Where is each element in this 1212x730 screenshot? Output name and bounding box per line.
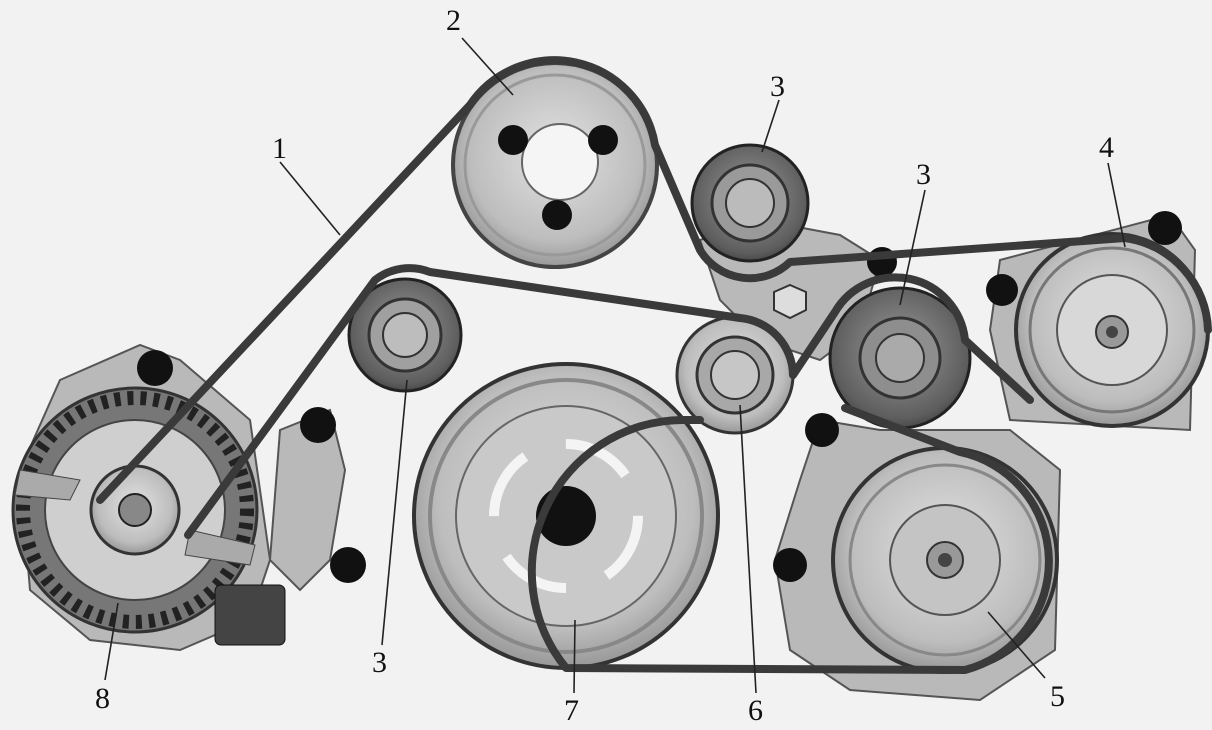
crankshaft-pulley [412, 362, 720, 670]
callout-tensioner-pulley: 6 [748, 694, 763, 727]
callout-idler-pulley-right: 3 [916, 158, 931, 191]
leader-lines [104, 37, 1126, 694]
idler-pulley-upper [690, 143, 810, 263]
callout-alternator: 8 [95, 682, 110, 715]
bolt-head [773, 283, 807, 320]
tensioner-pulley [675, 315, 795, 435]
idler-pulley-left [347, 277, 463, 393]
serpentine-belt [96, 56, 1212, 674]
callout-ac-compressor: 5 [1050, 680, 1065, 713]
callout-power-steering-pump: 4 [1099, 131, 1114, 164]
callout-idler-pulley-left: 3 [372, 646, 387, 679]
callout-idler-pulley-upper: 3 [770, 70, 785, 103]
callout-crankshaft-pulley: 7 [564, 694, 579, 727]
alternator [11, 350, 286, 646]
ac-compressor [831, 446, 1059, 674]
crankshaft-upper-pulley [451, 61, 659, 269]
callout-crankshaft-upper-pulley: 2 [446, 4, 461, 37]
mount-bolts [300, 211, 1182, 583]
idler-pulley-right [828, 286, 972, 430]
callout-belt: 1 [272, 132, 287, 165]
